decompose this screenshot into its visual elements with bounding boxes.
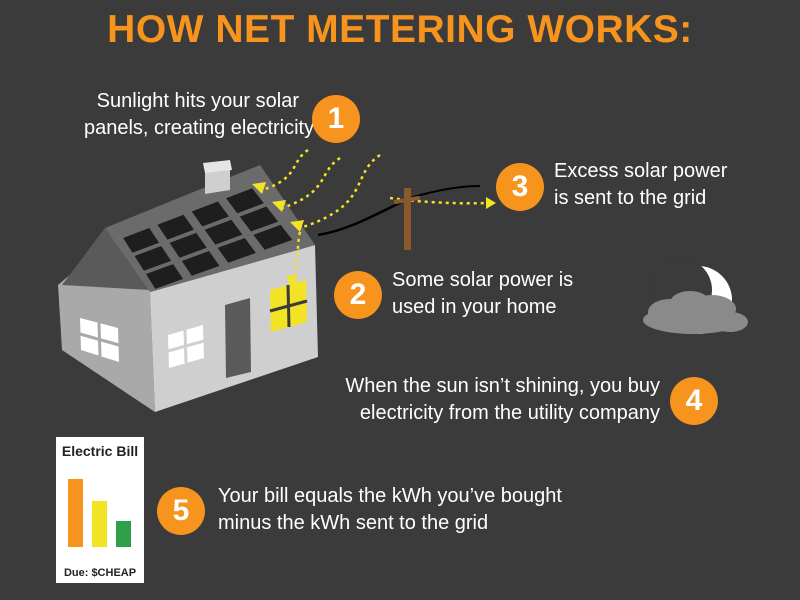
solar-panel-cell (217, 237, 256, 263)
step-2-text: Some solar power is used in your home (392, 267, 573, 321)
house-icon (58, 160, 318, 412)
sunlight-rays (261, 148, 489, 281)
bill-title: Electric Bill (61, 443, 139, 459)
solar-panel-cell (169, 232, 207, 258)
step-1-line-2: panels, creating electricity (84, 117, 315, 139)
solar-panel-cell (253, 224, 293, 250)
step-2-line-2: used in your home (392, 296, 557, 318)
solar-panel-cell (181, 251, 220, 276)
step-4-text: When the sun isn’t shining, you buy elec… (320, 373, 660, 427)
step-4-line-2: electricity from the utility company (359, 402, 660, 424)
bill-due: Due: $CHEAP (63, 567, 137, 579)
solar-panel-cell (157, 214, 194, 240)
bill-bar (116, 521, 131, 547)
step-4-line-1: When the sun isn’t shining, you buy (345, 375, 660, 397)
electric-bill-icon: Electric Bill Due: $CHEAP (56, 437, 144, 583)
step-4-badge: 4 (670, 377, 718, 425)
step-3-line-1: Excess solar power (554, 160, 728, 182)
step-1-text: Sunlight hits your solar panels, creatin… (84, 88, 315, 142)
step-5-text: Your bill equals the kWh you’ve bought m… (218, 483, 562, 537)
step-5-badge: 5 (157, 487, 205, 535)
solar-panel-cell (145, 264, 184, 289)
step-3-text: Excess solar power is sent to the grid (554, 158, 727, 212)
door (225, 298, 251, 378)
step-1-badge: 1 (312, 95, 360, 143)
house-window-left (79, 318, 120, 362)
house-window-lit (269, 280, 308, 332)
solar-panel-cell (226, 188, 264, 214)
step-5-line-1: Your bill equals the kWh you’ve bought (218, 485, 562, 507)
bill-bar (92, 501, 107, 547)
solar-panel-cell (239, 206, 279, 232)
house-window-front (167, 325, 205, 368)
solar-panel-icon (123, 188, 293, 289)
solar-panel-cell (191, 201, 229, 227)
chimney (205, 168, 230, 194)
step-3-line-2: is sent to the grid (554, 187, 707, 209)
bill-bar (68, 479, 83, 547)
cloud-icon (643, 291, 748, 334)
solar-panel-cell (123, 227, 160, 253)
step-5-line-2: minus the kWh sent to the grid (218, 512, 489, 534)
sunlight-arrowheads (252, 182, 496, 288)
solar-panel-cell (134, 246, 172, 271)
step-3-badge: 3 (496, 163, 544, 211)
solar-panel-cell (204, 219, 243, 245)
step-1-line-1: Sunlight hits your solar (96, 90, 299, 112)
step-2-line-1: Some solar power is (392, 269, 574, 291)
utility-pole-icon (317, 185, 481, 250)
page-title: HOW NET METERING WORKS: (107, 8, 693, 51)
step-2-badge: 2 (334, 271, 382, 319)
